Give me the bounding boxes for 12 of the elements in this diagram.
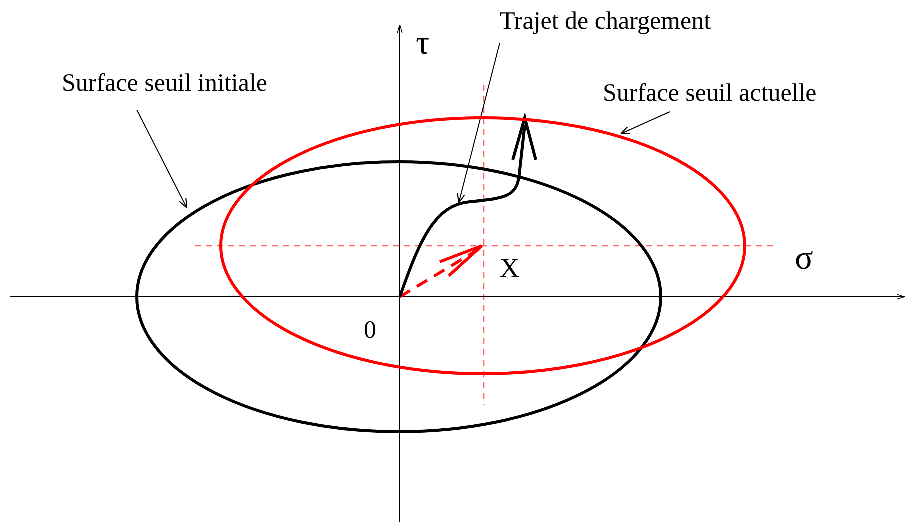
- origin-label: 0: [364, 316, 376, 345]
- current-yield-ellipse: [220, 116, 746, 376]
- callout-label: Surface seuil actuelle: [603, 80, 817, 108]
- callout-label: Trajet de chargement: [500, 8, 712, 36]
- leader-line: [136, 110, 188, 209]
- leader-line: [620, 112, 670, 135]
- callout-label: Surface seuil initiale: [62, 70, 268, 98]
- point-label: X: [500, 253, 520, 284]
- tau-symbol: τ: [416, 25, 430, 63]
- initial-yield-ellipse: [136, 160, 662, 434]
- sigma-symbol: σ: [795, 240, 814, 278]
- leader-line: [457, 42, 500, 204]
